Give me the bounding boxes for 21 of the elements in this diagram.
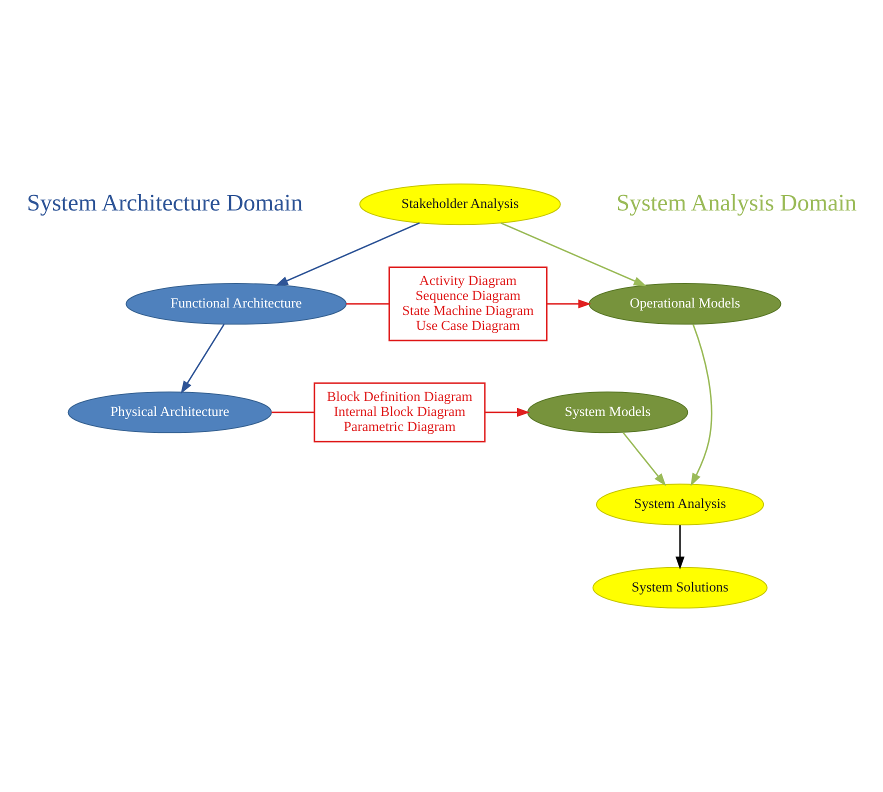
node-box: Block Definition Diagram Internal Block Diagram Parametric Diagram [314,382,486,442]
node-ellipse: Operational Models [588,283,782,325]
arrow [622,432,666,486]
node-ellipse: Functional Architecture [126,283,347,325]
node-ellipse: System Solutions [592,566,768,609]
arrow [500,222,647,286]
arrow [690,324,712,486]
node-box: Activity Diagram Sequence Diagram State Machine Diagram Use Case Diagram [388,266,548,342]
node-ellipse: System Models [527,392,688,434]
node-ellipse: System Analysis [596,484,764,526]
arrow [676,525,685,570]
connector [346,303,390,305]
label: System Architecture Domain [26,190,303,216]
node-ellipse: Stakeholder Analysis [359,183,561,226]
arrow [546,299,592,308]
arrow [275,222,420,286]
arrow [484,408,530,417]
connector [272,412,314,414]
node-ellipse: Physical Architecture [68,392,272,434]
arrow [180,324,225,394]
label: System Analysis Domain [616,190,857,216]
